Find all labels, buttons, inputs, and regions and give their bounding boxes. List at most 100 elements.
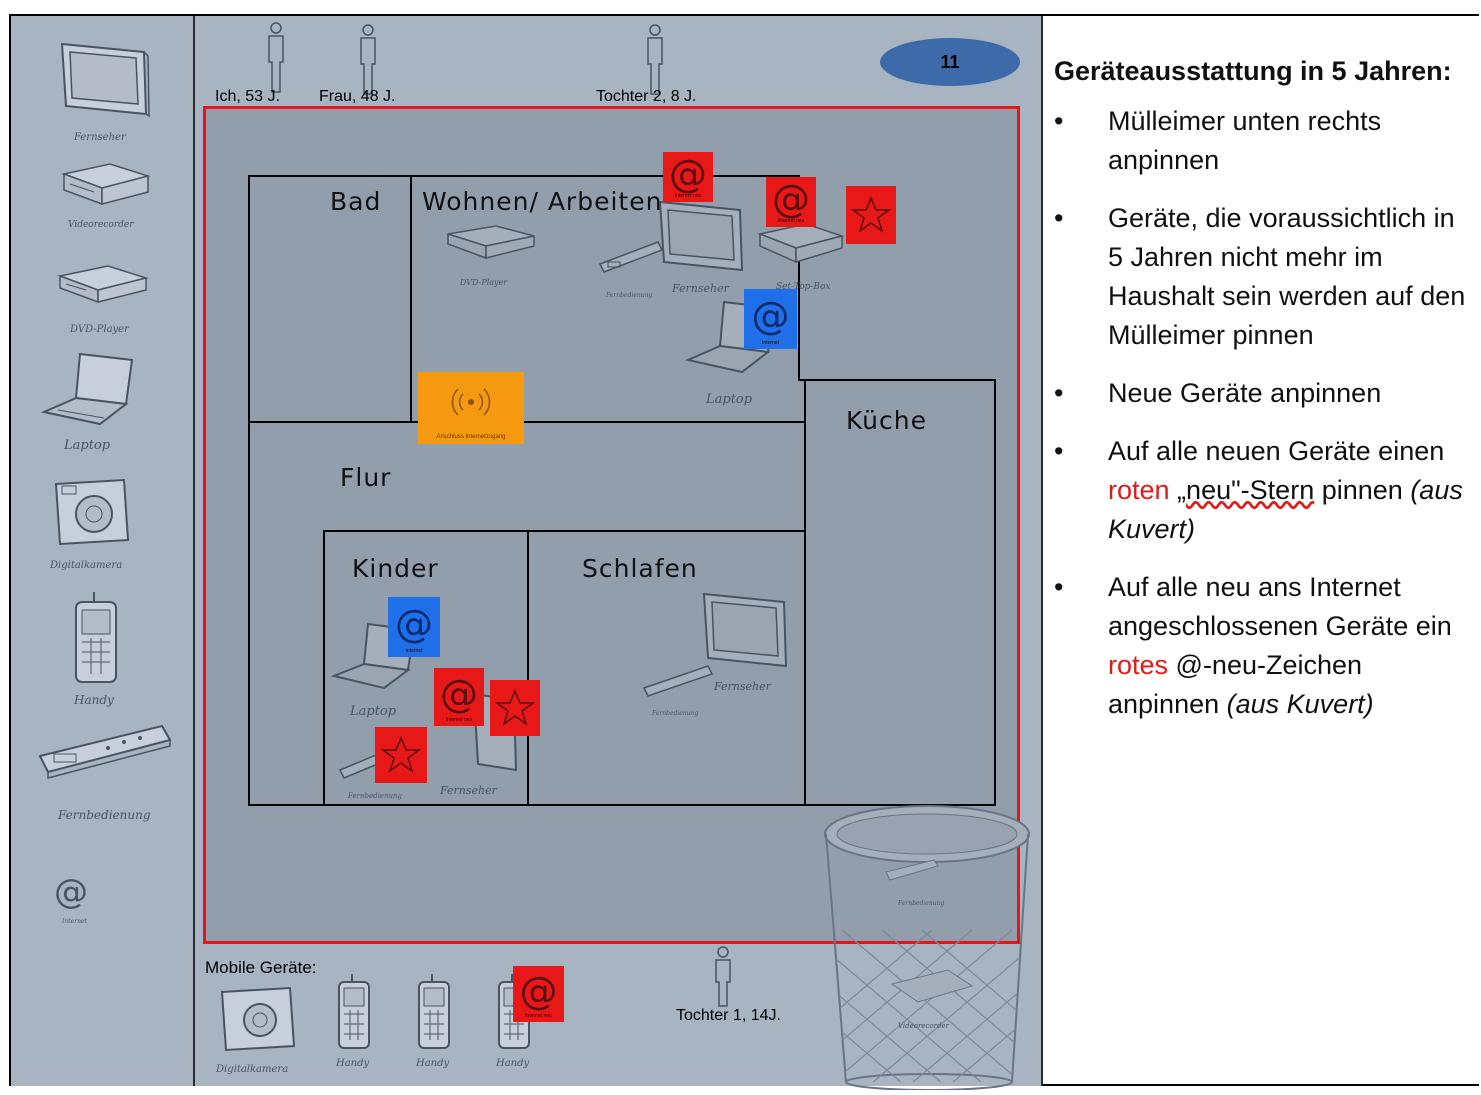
device-label: Fernseher (714, 680, 771, 693)
bullet-dot: • (1054, 106, 1064, 136)
sidebar-item-label: Fernbedienung (58, 808, 151, 822)
mobile-item-label: Digitalkamera (216, 1064, 289, 1075)
bullet-dot: • (1054, 203, 1064, 233)
video-recorder-icon[interactable] (60, 160, 152, 210)
star-icon (381, 736, 421, 773)
bullet-dot: • (1054, 572, 1064, 602)
pin-caption: Anschluss Internetzugang (436, 434, 506, 440)
person-label: Tochter 1, 14J. (676, 1007, 781, 1024)
person-icon (710, 946, 736, 1008)
device-label: Fernbedienung (898, 900, 945, 907)
pin-caption: Internet (405, 648, 423, 654)
bullet-text: „ (1169, 475, 1187, 505)
pin-caption: Internet neu (674, 193, 702, 199)
internet-neu-pin[interactable]: @Internet neu (663, 152, 713, 202)
instructions-heading: Geräteausstattung in 5 Jahren: (1054, 56, 1452, 86)
internet-pin[interactable]: @ Internet (388, 597, 440, 657)
person-label: Frau, 48 J. (319, 88, 396, 105)
phone-icon[interactable] (72, 590, 120, 686)
tv-icon[interactable] (58, 38, 150, 120)
bullet-note: (aus Kuvert) (1108, 475, 1463, 544)
star-icon (851, 196, 891, 233)
bullet-dot: • (1054, 378, 1064, 408)
bullet-text: Auf alle neuen Geräte einen (1108, 436, 1445, 466)
wall (248, 804, 996, 806)
instruction-bullet: • Auf alle neuen Geräte einen roten „neu… (1054, 432, 1474, 549)
camera-icon[interactable] (218, 984, 298, 1054)
person-label: Tochter 2, 8 J. (596, 88, 697, 105)
at-icon: @ (440, 672, 478, 716)
device-label: Fernbedienung (348, 792, 402, 800)
wall (994, 379, 996, 806)
wall (804, 379, 806, 806)
wall (248, 421, 804, 423)
device-label: Fernbedienung (652, 710, 699, 717)
pin-caption: Internet neu (445, 717, 473, 723)
wall (323, 530, 325, 806)
trash-can-icon[interactable] (822, 800, 1032, 1095)
neu-star-pin[interactable] (375, 727, 427, 783)
room-label-schlafen: Schlafen (582, 554, 698, 583)
bullet-text: Auf alle neu ans Internet angeschlossene… (1108, 572, 1452, 641)
at-icon[interactable]: @ (54, 872, 88, 912)
device-label: Fernseher (440, 784, 497, 797)
tv-icon[interactable] (700, 588, 790, 672)
mobile-item-label: Handy (496, 1058, 530, 1069)
phone-icon[interactable] (336, 972, 372, 1052)
instruction-bullet: • Auf alle neu ans Internet angeschlosse… (1054, 568, 1474, 724)
wall (248, 175, 250, 806)
slide-number-badge: 11 (880, 38, 1020, 86)
internet-access-pin[interactable]: Anschluss Internetzugang (418, 372, 524, 444)
person-icon (355, 24, 381, 96)
device-label: Laptop (706, 392, 753, 407)
internet-neu-pin[interactable]: @Internet neu (513, 966, 564, 1022)
phone-icon[interactable] (416, 972, 452, 1052)
at-icon: @ (772, 177, 810, 221)
person-label: Ich, 53 J. (215, 88, 280, 105)
pin-caption: Internet neu (777, 218, 805, 224)
remote-icon[interactable] (640, 660, 716, 700)
camera-icon[interactable] (52, 474, 132, 550)
wifi-icon (451, 388, 491, 416)
bullet-text: Mülleimer unten rechts anpinnen (1108, 106, 1382, 175)
person-icon (263, 22, 289, 94)
sidebar-item-label: DVD-Player (70, 324, 129, 335)
internet-pin[interactable]: @Internet (744, 289, 797, 349)
wall (248, 175, 800, 177)
bullet-dot: • (1054, 436, 1064, 466)
sidebar-item-label: Fernseher (74, 132, 126, 143)
sidebar-item-label: Laptop (64, 438, 111, 453)
sidebar-item-label: Internet (62, 918, 87, 925)
at-icon: @ (519, 969, 558, 1013)
instruction-bullet: • Mülleimer unten rechts anpinnen (1054, 102, 1474, 180)
room-label-wohnen: Wohnen/ Arbeiten (422, 187, 663, 216)
device-label: Laptop (350, 704, 397, 719)
wall (527, 530, 529, 806)
instructions-panel: Geräteausstattung in 5 Jahren: • Mülleim… (1054, 52, 1474, 743)
bullet-text: pinnen (1314, 475, 1411, 505)
wall (798, 175, 800, 381)
remote-icon[interactable] (596, 236, 666, 278)
spellcheck-word: neu"-Stern (1186, 475, 1315, 505)
laptop-icon[interactable] (40, 350, 138, 430)
neu-star-pin[interactable] (490, 680, 540, 736)
dvd-player-icon[interactable] (56, 262, 150, 312)
at-icon: @ (395, 602, 433, 646)
internet-neu-pin[interactable]: @Internet neu (434, 668, 484, 726)
neu-star-pin[interactable] (846, 186, 896, 244)
device-label: Videorecorder (898, 1022, 949, 1030)
wall (798, 379, 996, 381)
bullet-note: (aus Kuvert) (1226, 689, 1374, 719)
internet-neu-pin[interactable]: @Internet neu (766, 177, 816, 227)
remote-icon[interactable] (36, 720, 176, 780)
dvd-player-icon[interactable] (444, 222, 538, 266)
highlight-red: roten (1108, 475, 1170, 505)
tv-icon[interactable] (656, 196, 746, 276)
sidebar-item-label: Videorecorder (68, 220, 134, 230)
bullet-text: Neue Geräte anpinnen (1108, 378, 1382, 408)
mobile-item-label: Handy (416, 1058, 450, 1069)
wall (410, 175, 412, 423)
device-label: DVD-Player (460, 278, 508, 287)
instruction-bullet: • Neue Geräte anpinnen (1054, 374, 1474, 413)
settop-box-icon[interactable] (756, 220, 846, 270)
